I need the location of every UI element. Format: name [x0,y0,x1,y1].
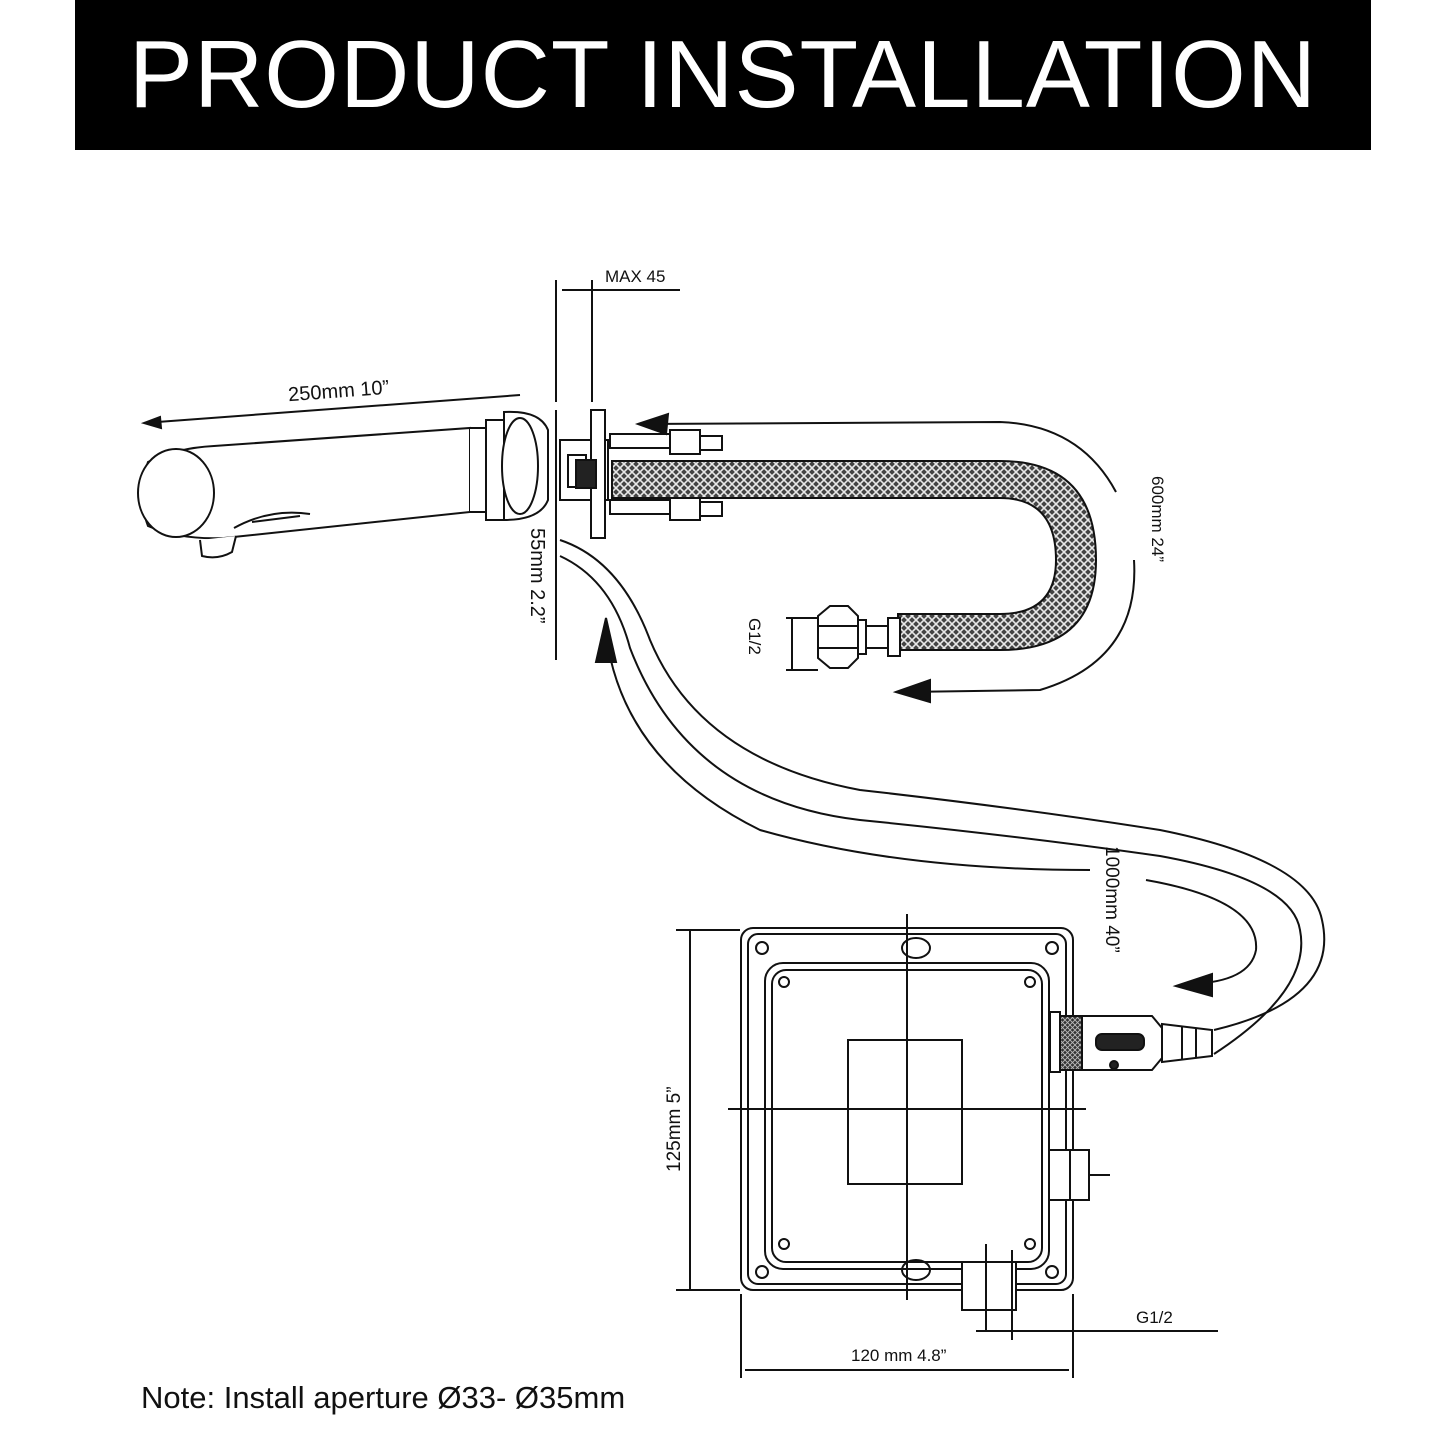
box-height-dimension [676,929,740,1291]
box-width-label: 120 mm 4.8” [851,1346,947,1365]
hose-inlet-connector [786,605,901,671]
hose-length-label: 600mm 24” [1148,476,1167,562]
spout-height-label: 55mm 2.2” [526,528,548,624]
title-banner: PRODUCT INSTALLATION [75,0,1371,150]
hose-flow-arrows [634,412,1136,704]
braided-hose [611,460,1098,651]
control-box [728,914,1086,1300]
spout [137,410,549,559]
inlet-thread-top-label: G1/2 [745,618,764,655]
spout-length-dimension [140,394,521,430]
box-bottom-inlet [961,1244,1017,1340]
installation-note: Note: Install aperture Ø33- Ø35mm [141,1380,626,1415]
box-width-dimension [740,1294,1074,1378]
cable-flow-arrows [594,617,1258,998]
mounting-bracket [559,409,723,539]
box-side-outlet [1048,1149,1110,1201]
cable-length-label: 1000mm 40” [1101,846,1122,953]
cable-connector [1049,1011,1213,1073]
box-height-label: 125mm 5” [664,1086,685,1172]
spout-length-label: 250mm 10” [287,377,390,407]
sensor-cable [559,539,1326,1055]
inlet-thread-bottom-label: G1/2 [1136,1308,1173,1327]
max-wall-dimension [555,280,680,402]
page-title: PRODUCT INSTALLATION [128,21,1318,128]
max-wall-label: MAX 45 [605,267,665,286]
